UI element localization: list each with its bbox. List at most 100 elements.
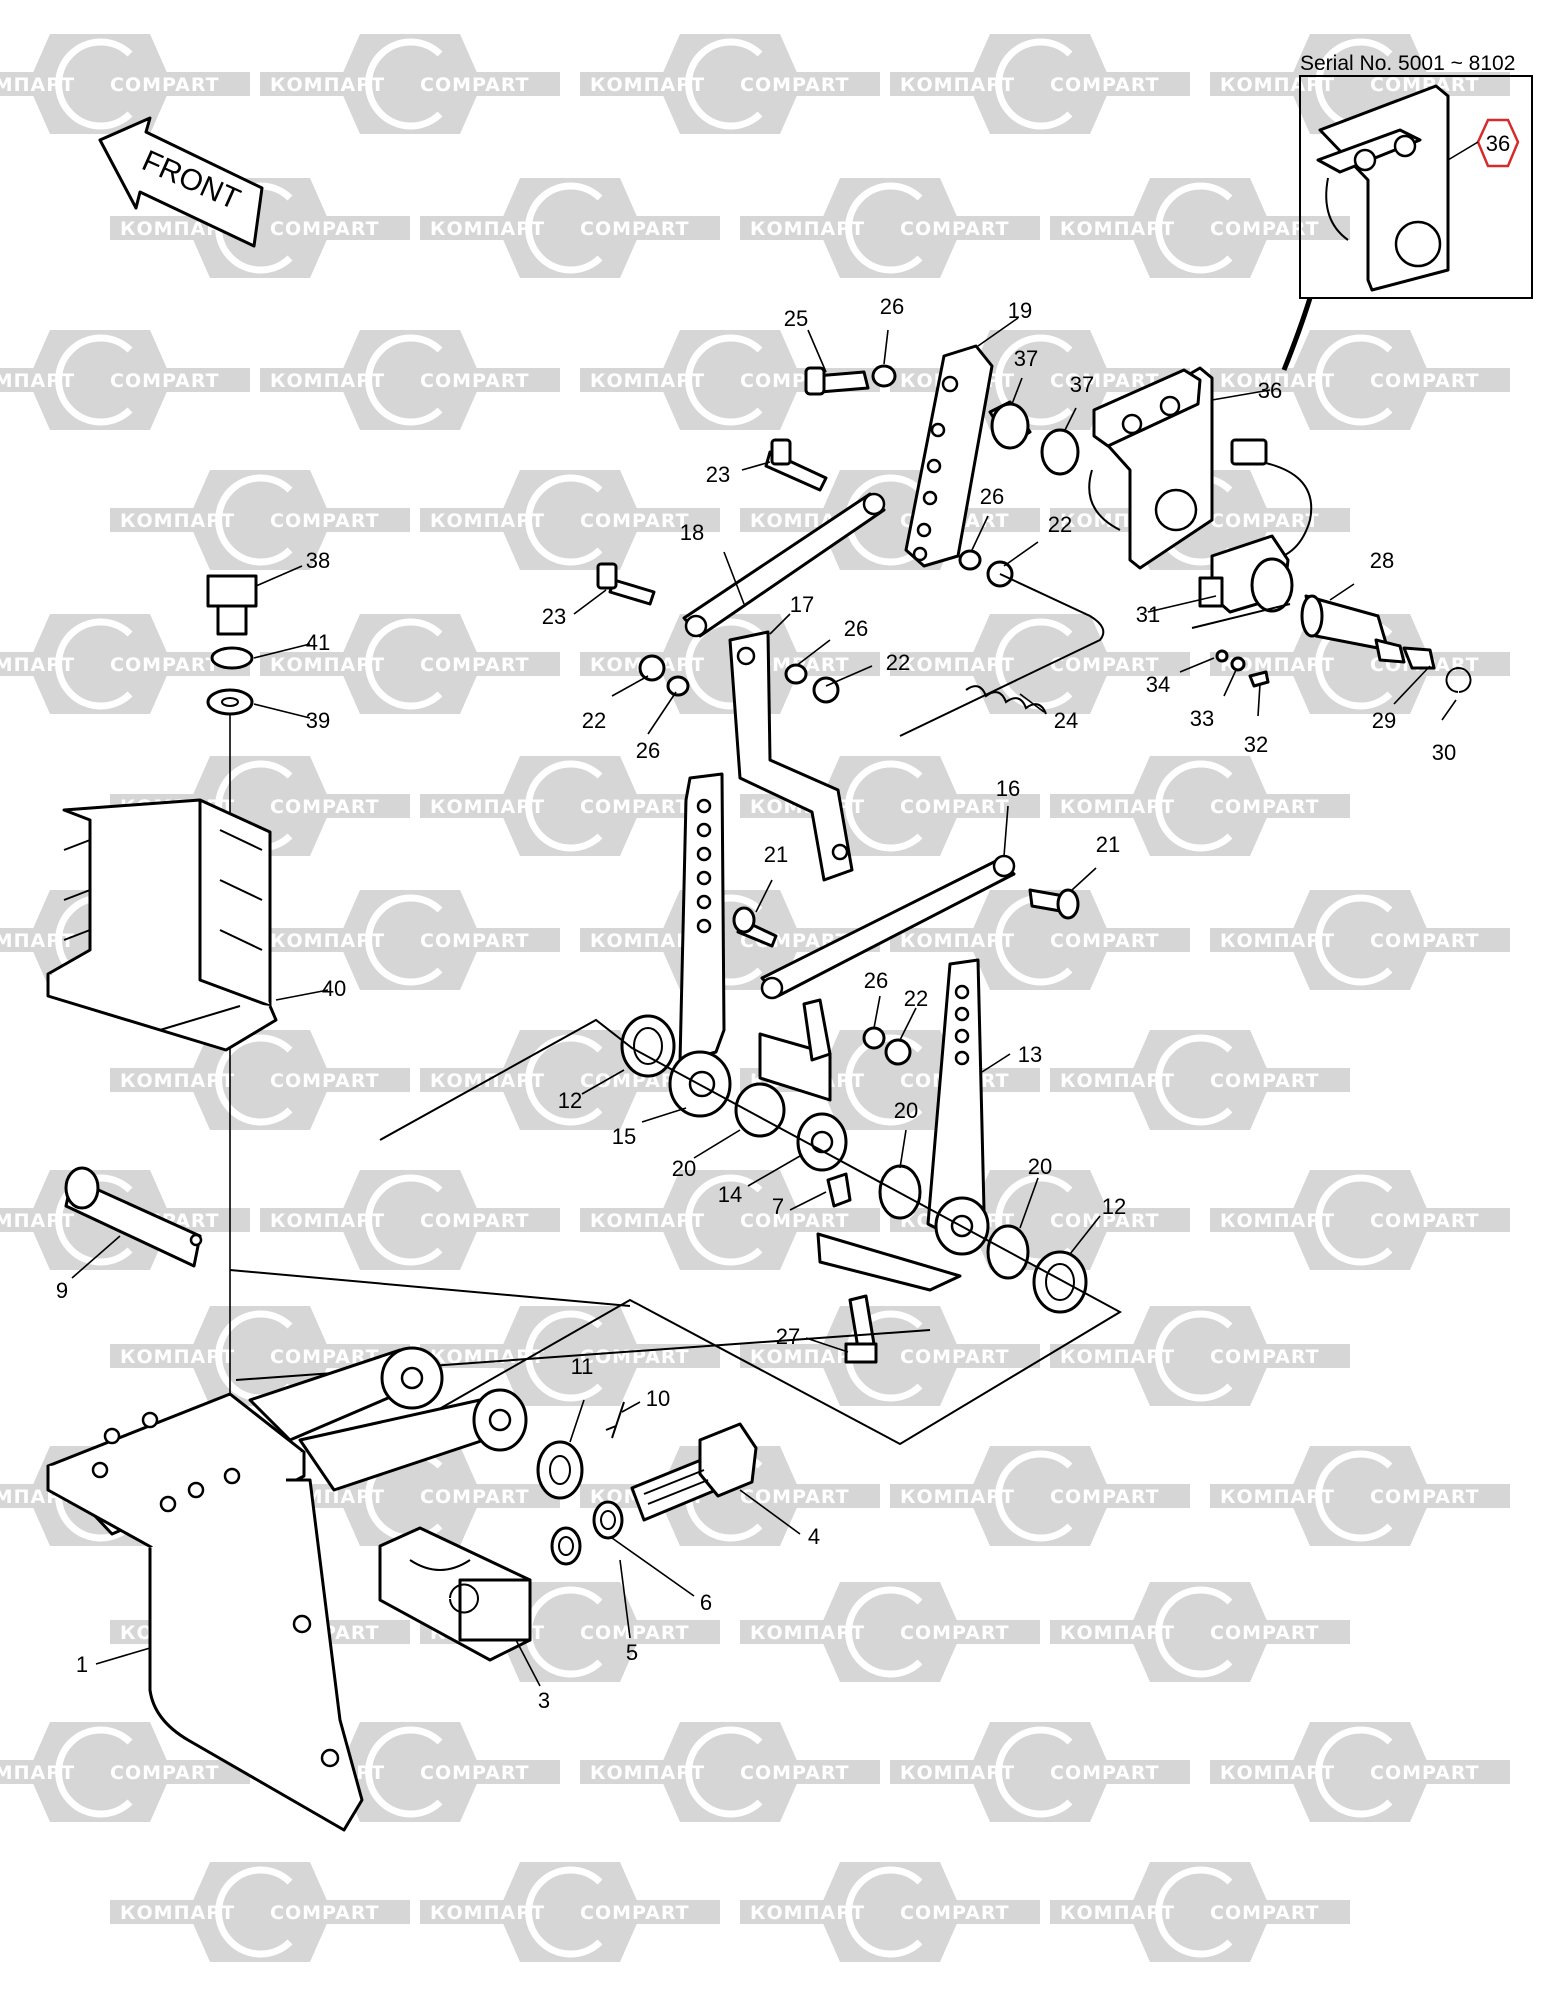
watermark-text-latin: COMPART	[1050, 930, 1160, 952]
watermark-text-latin: COMPART	[420, 1762, 530, 1784]
watermark-text-cyrillic: КОМПАРТ	[0, 930, 75, 952]
watermark-text-latin: COMPART	[1050, 1210, 1160, 1232]
callout-label-c3: 3	[538, 1688, 550, 1713]
callout-label-c26d: 26	[636, 738, 660, 763]
watermark-text-latin: COMPART	[270, 796, 380, 818]
washer-12-left	[620, 1014, 676, 1078]
watermark-text-cyrillic: КОМПАРТ	[0, 74, 75, 96]
watermark-text-cyrillic: КОМПАРТ	[1220, 1486, 1335, 1508]
callout-label-c25: 25	[784, 306, 808, 331]
watermark-text-cyrillic: КОМПАРТ	[430, 510, 545, 532]
watermark-text-latin: COMPART	[900, 1622, 1010, 1644]
shaft-28	[1300, 594, 1472, 693]
watermark-text-latin: COMPART	[1370, 370, 1480, 392]
callout-label-c32: 32	[1244, 732, 1268, 757]
screw-32	[1248, 670, 1270, 688]
watermark-text-latin: COMPART	[580, 218, 690, 240]
watermark-text-cyrillic: КОМПАРТ	[590, 74, 705, 96]
watermark-text-latin: COMPART	[1210, 1902, 1320, 1924]
callout-label-c27: 27	[776, 1324, 800, 1349]
watermark-text-cyrillic: КОМПАРТ	[0, 370, 75, 392]
watermark-text-cyrillic: КОМПАРТ	[750, 1346, 865, 1368]
callout-label-c38: 38	[306, 548, 330, 573]
callout-label-c20a: 20	[672, 1156, 696, 1181]
callout-label-c33: 33	[1190, 706, 1214, 731]
watermark-text-latin: COMPART	[270, 1070, 380, 1092]
washer-26-mid	[862, 1026, 886, 1050]
watermark-text-latin: COMPART	[1370, 930, 1480, 952]
watermark-text-latin: COMPART	[1210, 510, 1320, 532]
bolt-23-lower-head	[596, 562, 618, 590]
watermark-text-cyrillic: КОМПАРТ	[1060, 1346, 1175, 1368]
washer-12-right	[1032, 1250, 1088, 1314]
watermark-text-cyrillic: КОМПАРТ	[590, 1762, 705, 1784]
watermark-text-cyrillic: КОМПАРТ	[0, 1210, 75, 1232]
watermark-text-latin: COMPART	[420, 930, 530, 952]
bolt-7	[826, 1172, 852, 1208]
watermark-text-cyrillic: КОМПАРТ	[900, 930, 1015, 952]
callout-label-c41: 41	[306, 630, 330, 655]
watermark-text-latin: COMPART	[420, 370, 530, 392]
block-14	[758, 998, 848, 1172]
watermark-text-latin: COMPART	[270, 218, 380, 240]
leader-lines	[71, 317, 1457, 1687]
bolt-38	[206, 574, 258, 636]
callout-label-c24: 24	[1054, 708, 1078, 733]
watermark-text-cyrillic: КОМПАРТ	[1060, 796, 1175, 818]
callout-label-c12a: 12	[558, 1088, 582, 1113]
watermark-tile: КОМПАРТ COMPART	[1050, 1030, 1350, 1130]
washer-6	[592, 1500, 624, 1540]
callout-label-c21a: 21	[764, 842, 788, 867]
watermark-text-cyrillic: КОМПАРТ	[900, 654, 1015, 676]
bracket-40	[46, 798, 278, 1052]
watermark-text-latin: COMPART	[900, 1346, 1010, 1368]
bolt-27-head	[844, 1342, 878, 1364]
watermark-text-cyrillic: КОМПАРТ	[1220, 1210, 1335, 1232]
watermark-text-latin: COMPART	[580, 1902, 690, 1924]
watermark-text-cyrillic: КОМПАРТ	[1220, 74, 1335, 96]
watermark-text-cyrillic: КОМПАРТ	[0, 654, 75, 676]
callout-label-c29: 29	[1372, 708, 1396, 733]
callout-label-c13: 13	[1018, 1042, 1042, 1067]
watermark-text-latin: COMPART	[580, 796, 690, 818]
pedal-lever-15	[668, 772, 732, 1118]
watermark-text-cyrillic: КОМПАРТ	[590, 1210, 705, 1232]
serial-inset-box: Serial No. 5001 ~ 8102 36	[1281, 52, 1533, 371]
callout-label-c31: 31	[1136, 602, 1160, 627]
washer-39	[206, 688, 254, 716]
watermark-text-latin: COMPART	[1210, 218, 1320, 240]
watermark-text-cyrillic: КОМПАРТ	[0, 1762, 75, 1784]
watermark-text-latin: COMPART	[1050, 370, 1160, 392]
watermark-text-cyrillic: КОМПАРТ	[1060, 1070, 1175, 1092]
watermark-text-latin: COMPART	[580, 1070, 690, 1092]
nut-22-mid	[884, 1038, 912, 1066]
watermark-text-latin: COMPART	[110, 370, 220, 392]
watermark-text-cyrillic: КОМПАРТ	[1060, 1902, 1175, 1924]
callout-label-c19: 19	[1008, 298, 1032, 323]
cotter-pin-10	[605, 1401, 625, 1439]
watermark-text-latin: COMPART	[1210, 1070, 1320, 1092]
callout-label-c5: 5	[626, 1640, 638, 1665]
callout-label-c22b: 22	[886, 650, 910, 675]
callout-label-c9: 9	[56, 1278, 68, 1303]
callout-label-c30: 30	[1432, 740, 1456, 765]
watermark-text-cyrillic: КОМПАРТ	[1220, 654, 1335, 676]
watermark-text-latin: COMPART	[420, 74, 530, 96]
callout-label-c23a: 23	[706, 462, 730, 487]
callout-label-c17: 17	[790, 592, 814, 617]
